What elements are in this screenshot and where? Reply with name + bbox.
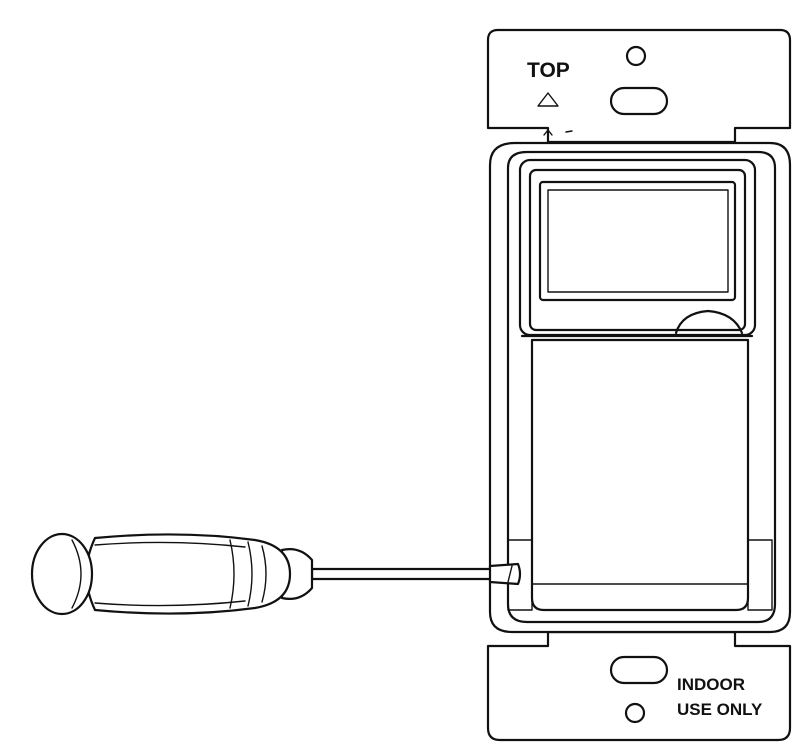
screw-hole-icon (625, 45, 647, 67)
screwdriver-collar (280, 548, 314, 600)
display-screen (547, 189, 729, 293)
mounting-slot-top (609, 86, 669, 116)
top-ear-details: TOP (527, 45, 669, 141)
switch-body (488, 141, 792, 634)
handle-ferrule-line-1 (229, 539, 235, 609)
bottom-ear-details: INDOOR USE ONLY (609, 655, 763, 724)
screwdriver-shaft (310, 567, 494, 581)
screwdriver-tip (488, 562, 522, 586)
display-window (538, 180, 737, 302)
handle-grip-line-2 (94, 600, 246, 607)
handle-grip-line-1 (94, 541, 246, 548)
switch-inner-frame (506, 150, 777, 624)
handle-ferrule-line-3 (261, 545, 267, 603)
top-label: TOP (527, 59, 570, 82)
handle-ferrule-line-2 (247, 541, 253, 607)
mounting-strap (486, 28, 792, 742)
screw-hole-icon (624, 702, 646, 724)
use-only-label: USE ONLY (677, 700, 763, 719)
mounting-slot-bottom (609, 655, 669, 685)
end-cap-edge (71, 539, 82, 609)
indoor-label: INDOOR (677, 675, 745, 694)
triangle-up-icon (537, 92, 559, 107)
control-button (674, 309, 744, 335)
flathead-screwdriver-icon (30, 532, 522, 616)
control-face-inner (528, 168, 747, 332)
switch-outer-frame (488, 141, 792, 634)
bottom-mounting-ear (486, 630, 792, 742)
tip-blade-line (507, 565, 513, 583)
small-tick-mark (565, 130, 573, 133)
right-side-tab (747, 539, 773, 611)
screwdriver-handle (85, 533, 292, 615)
handle-end-cap (30, 532, 94, 616)
